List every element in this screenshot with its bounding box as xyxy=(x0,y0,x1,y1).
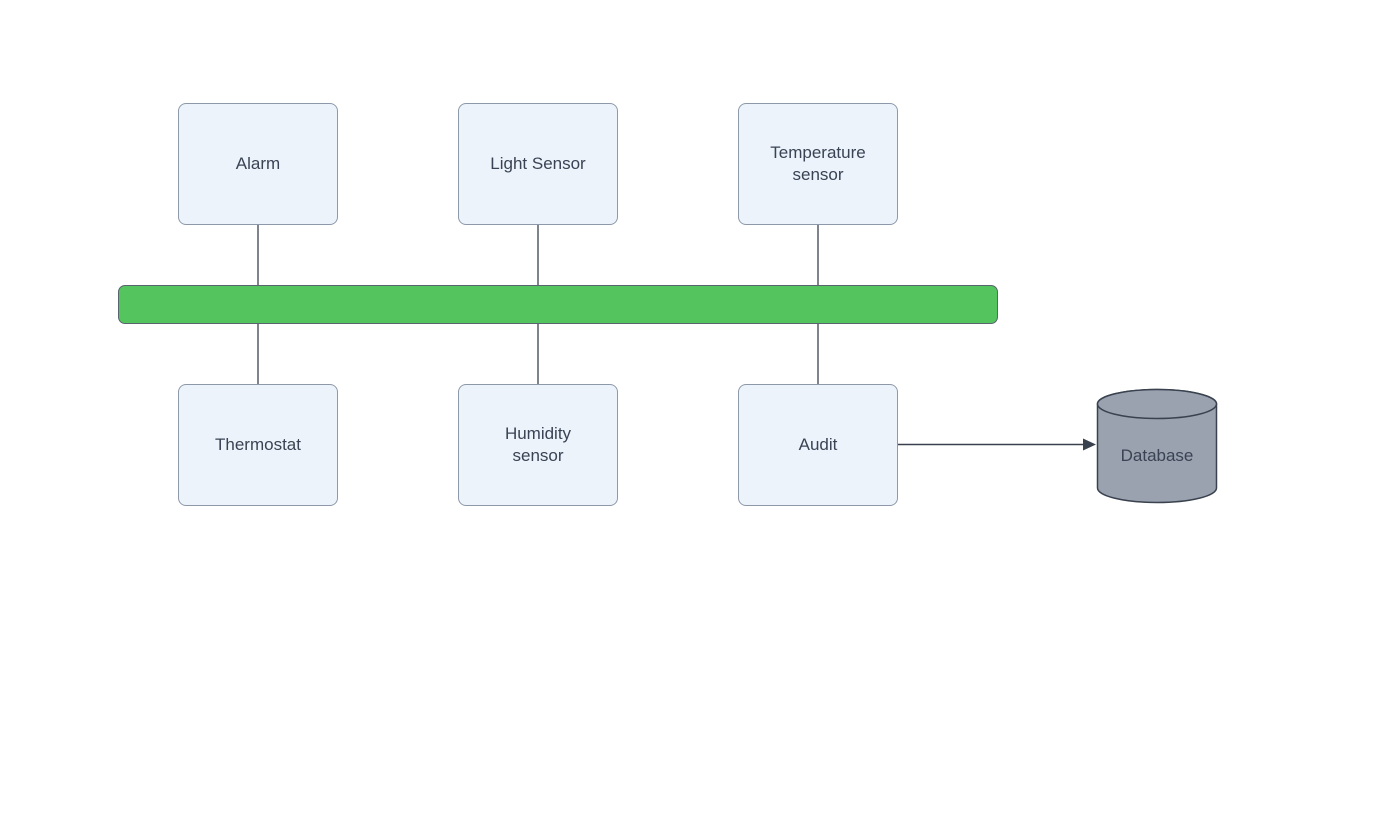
node-audit[interactable]: Audit xyxy=(738,384,898,506)
node-database[interactable]: Database xyxy=(1096,388,1218,504)
arrow-head-icon xyxy=(1083,438,1096,451)
node-audit-label: Audit xyxy=(798,434,838,454)
bus-bar[interactable] xyxy=(118,285,998,324)
node-temperature-sensor-label: Temperature sensor xyxy=(770,142,866,184)
node-database-label: Database xyxy=(1120,445,1194,465)
node-thermostat-label: Thermostat xyxy=(215,434,301,454)
node-light-sensor[interactable]: Light Sensor xyxy=(458,103,618,225)
database-cylinder-icon xyxy=(1096,388,1218,504)
node-alarm-label: Alarm xyxy=(235,153,281,173)
node-thermostat[interactable]: Thermostat xyxy=(178,384,338,506)
node-temperature-sensor[interactable]: Temperature sensor xyxy=(738,103,898,225)
node-alarm[interactable]: Alarm xyxy=(178,103,338,225)
node-humidity-sensor[interactable]: Humidity sensor xyxy=(458,384,618,506)
node-humidity-sensor-label: Humidity sensor xyxy=(504,423,572,465)
node-light-sensor-label: Light Sensor xyxy=(490,153,586,173)
arrow-audit-database xyxy=(898,438,1096,451)
